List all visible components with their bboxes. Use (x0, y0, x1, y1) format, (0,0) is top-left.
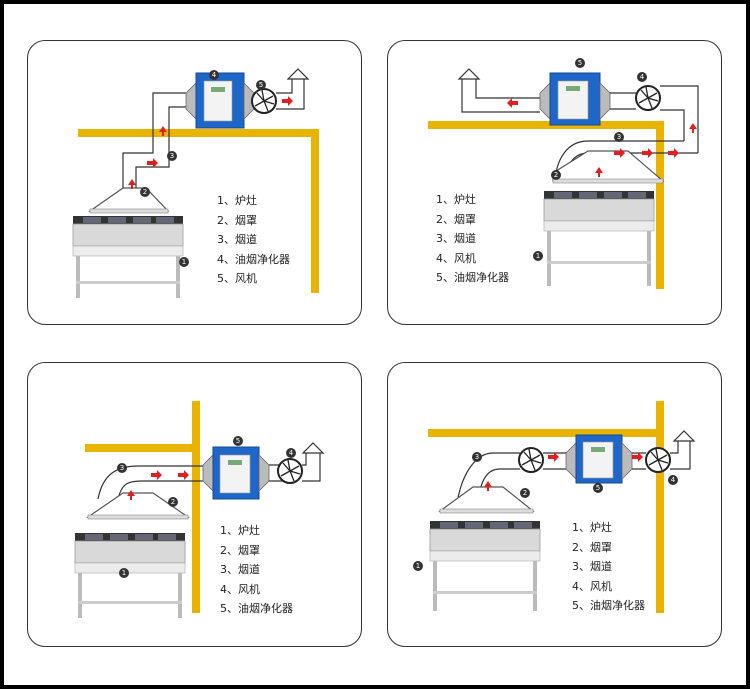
legend-item: 5、油烟净化器 (572, 599, 645, 612)
svg-text:1: 1 (536, 252, 540, 260)
svg-text:5: 5 (596, 484, 600, 492)
legend: 1、炉灶 2、烟罩 3、烟道 4、油烟净化器 5、风机 (217, 191, 290, 289)
legend-item: 2、烟罩 (220, 543, 260, 557)
legend: 1、炉灶 2、烟罩 3、烟道 4、风机 5、油烟净化器 (436, 190, 509, 288)
wall-beam (428, 121, 664, 289)
purifier-unit-icon (185, 72, 255, 129)
panel-4: 3 2 5 4 1 1、炉灶 2、烟罩 3、烟道 4、风机 5、油烟净化器 (387, 362, 722, 647)
fan-icon (269, 458, 303, 484)
legend-item: 4、风机 (572, 579, 612, 593)
legend-item: 3、烟道 (436, 232, 476, 245)
legend-item: 1、炉灶 (220, 524, 260, 537)
flow-arrow-icon (128, 96, 293, 189)
exhaust-arrow-icon (457, 68, 481, 80)
panel-1: 4 5 3 2 1 1、炉灶 2、烟罩 3、烟道 4、油烟净化器 5、风机 (27, 40, 362, 325)
svg-text:4: 4 (640, 73, 645, 81)
legend-item: 5、油烟净化器 (436, 271, 509, 284)
legend-item: 3、烟道 (220, 563, 260, 576)
fan-icon (251, 88, 277, 114)
svg-text:2: 2 (554, 171, 558, 179)
panel-2-diagram: 5 4 3 2 1 (428, 58, 699, 289)
hood-icon (438, 486, 535, 512)
svg-text:2: 2 (523, 489, 527, 497)
flow-arrow-icon (507, 98, 697, 177)
legend-item: 4、油烟净化器 (217, 252, 290, 266)
svg-text:3: 3 (617, 133, 621, 141)
stove-icon (74, 533, 186, 618)
exhaust-arrow-icon (301, 442, 325, 454)
svg-text:2: 2 (143, 188, 147, 196)
svg-text:3: 3 (170, 152, 174, 160)
exhaust-arrow-icon (286, 68, 310, 80)
svg-text:5: 5 (236, 437, 240, 445)
purifier-unit-icon (565, 434, 633, 484)
stove-icon (429, 521, 541, 611)
legend-item: 1、炉灶 (436, 193, 476, 206)
legend-item: 4、风机 (220, 582, 260, 596)
wall-beam (428, 401, 664, 613)
legend: 1、炉灶 2、烟罩 3、烟道 4、风机 5、油烟净化器 (572, 518, 645, 616)
flow-arrow-icon (484, 452, 643, 491)
svg-text:1: 1 (122, 569, 126, 577)
legend: 1、炉灶 2、烟罩 3、烟道 4、风机 5、油烟净化器 (220, 521, 293, 619)
hood-icon (88, 187, 170, 212)
svg-text:3: 3 (475, 453, 479, 461)
legend-item: 5、风机 (217, 272, 257, 285)
hood-icon (552, 150, 665, 182)
flow-arrow-icon (127, 470, 189, 500)
fan-icon (645, 447, 671, 473)
svg-text:4: 4 (289, 449, 294, 457)
fan-icon (518, 447, 544, 473)
wall-beam (85, 401, 200, 613)
panel-3-diagram: 5 4 3 2 1 (74, 401, 325, 618)
panel-3: 5 4 3 2 1 1、炉灶 2、烟罩 3、烟道 4、风机 5、油烟净化器 (27, 362, 362, 647)
svg-text:5: 5 (259, 81, 263, 89)
legend-item: 3、烟道 (572, 560, 612, 573)
legend-item: 3、烟道 (217, 233, 257, 246)
svg-text:3: 3 (120, 464, 124, 472)
svg-text:1: 1 (182, 258, 186, 266)
svg-text:2: 2 (171, 498, 175, 506)
wall-beam (78, 129, 319, 293)
svg-text:5: 5 (578, 59, 582, 67)
purifier-unit-icon (539, 72, 611, 126)
exhaust-arrow-icon (672, 430, 696, 442)
stove-icon (72, 216, 184, 298)
panel-2: 5 4 3 2 1 1、炉灶 2、烟罩 3、烟道 4、风机 5、油烟净化器 (387, 40, 722, 325)
panel-4-diagram: 3 2 5 4 1 (413, 401, 696, 613)
legend-item: 2、烟罩 (572, 540, 612, 554)
purifier-unit-icon (202, 446, 270, 500)
legend-item: 4、风机 (436, 251, 476, 265)
legend-item: 2、烟罩 (436, 212, 476, 226)
fan-icon (610, 85, 661, 111)
legend-item: 2、烟罩 (217, 213, 257, 227)
legend-item: 5、油烟净化器 (220, 602, 293, 615)
stove-icon (543, 191, 655, 286)
svg-text:1: 1 (416, 562, 420, 570)
svg-text:4: 4 (212, 71, 217, 79)
svg-text:4: 4 (671, 476, 676, 484)
legend-item: 1、炉灶 (572, 521, 612, 534)
legend-item: 1、炉灶 (217, 194, 257, 207)
panel-1-diagram: 4 5 3 2 1 (72, 68, 319, 298)
